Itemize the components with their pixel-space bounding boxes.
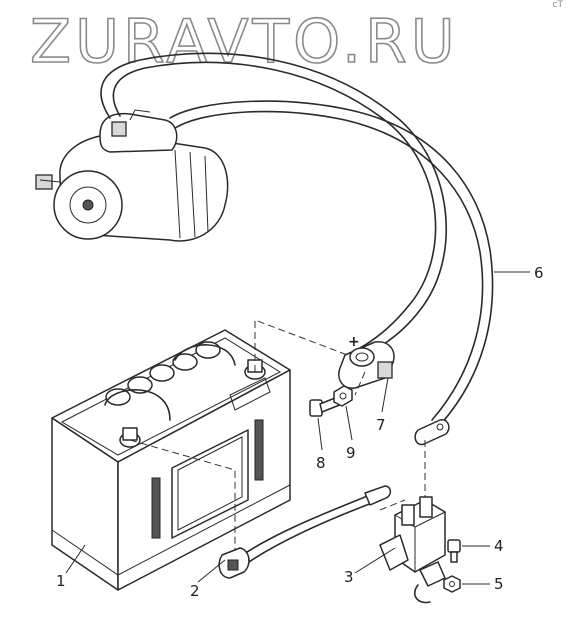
positive-cable xyxy=(100,52,448,356)
positive-clamp: + xyxy=(338,334,395,389)
callout-9: 9 xyxy=(346,444,356,462)
relay-screw xyxy=(447,539,461,563)
negative-cable xyxy=(169,100,494,446)
callout-3: 3 xyxy=(344,568,354,586)
watermark: ZURAVTO.RU xyxy=(30,6,459,72)
callout-8: 8 xyxy=(316,454,326,472)
callout-7: 7 xyxy=(376,416,386,434)
watermark-text: ZURAVTO.RU xyxy=(30,7,459,72)
clamp-nut xyxy=(333,385,353,407)
callout-2: 2 xyxy=(190,582,200,600)
alignment-lines xyxy=(129,319,426,560)
relay-nut xyxy=(443,575,461,593)
ground-strap xyxy=(218,485,392,579)
relay-switch xyxy=(379,496,446,604)
callout-4: 4 xyxy=(494,537,504,555)
battery xyxy=(51,329,291,591)
starter-motor xyxy=(35,109,229,242)
callout-5: 5 xyxy=(494,575,504,593)
positive-polarity-mark: + xyxy=(348,334,360,350)
callout-1: 1 xyxy=(56,572,66,590)
leader-lines xyxy=(65,271,530,585)
callout-6: 6 xyxy=(534,264,544,282)
corner-mark: cT xyxy=(552,0,563,10)
